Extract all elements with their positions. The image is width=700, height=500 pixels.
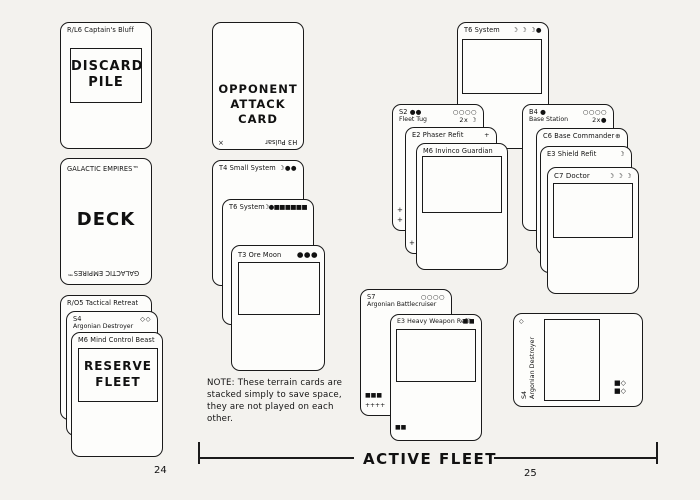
terrain-card3-title: T3 Ore Moon (238, 251, 282, 259)
destroyer-side-art (544, 319, 600, 401)
reserve-card2-marks: ◇◇ (140, 315, 151, 323)
invinco-guardian-card[interactable]: M6 Invinco Guardian (416, 143, 508, 270)
heavy-weapon-refit-art (396, 329, 476, 382)
active-terrain-art (462, 39, 542, 94)
doctor-marks: ☽ ☽ ☽ (608, 172, 632, 180)
fleet-tug-value: 2x ☽ (459, 116, 477, 124)
base-station-marks: ○○○○ (582, 108, 607, 116)
discard-label: DISCARD (71, 59, 144, 74)
heavy-weapon-refit-bottom: ■■ (395, 424, 407, 431)
fleet-tug-plus: + (397, 206, 403, 214)
page-number-right: 25 (524, 468, 537, 479)
deck-top-text: GALACTIC EMPIRES™ (67, 165, 140, 173)
fleet-label: FLEET (95, 375, 141, 389)
base-station-title: Base Station (529, 116, 569, 123)
fleet-tug-plus2: + (397, 216, 403, 224)
opponent-label: OPPONENT (218, 82, 298, 96)
destroyer-side-marks: ■◇■◇ (614, 379, 626, 395)
fleet-tug-title: Fleet Tug (399, 116, 427, 123)
invinco-guardian-art (422, 156, 502, 213)
terrain-card1-marks: ☽●● (278, 164, 297, 172)
fleet-tug-code: S2 ●● (399, 108, 422, 116)
attack-label: ATTACK (230, 97, 286, 111)
battlecruiser-bottom-plus: ++++ (365, 402, 386, 409)
pile-label: PILE (88, 75, 124, 90)
reserve-label-box: RESERVE FLEET (78, 348, 158, 402)
active-fleet-left-cap (198, 442, 200, 464)
terrain-note: NOTE: These terrain cards are stacked si… (207, 378, 343, 424)
sideways-destroyer-card[interactable]: ◇ S4 Argonian Destroyer ■◇■◇ (513, 313, 643, 407)
doctor-art (553, 183, 633, 238)
discard-label-box: DISCARD PILE (70, 48, 142, 103)
invinco-guardian-title: M6 Invinco Guardian (423, 147, 493, 155)
phaser-refit-plus: + (409, 239, 415, 247)
battlecruiser-code: S7 (367, 293, 376, 301)
deck-bottom-text: GALACTIC EMPIRES™ (67, 269, 140, 277)
destroyer-side-code: S4 (520, 390, 528, 399)
discard-card-title: R/L6 Captain's Bluff (67, 26, 134, 34)
shield-refit-mark: ☽ (618, 150, 625, 158)
battlecruiser-marks: ○○○○ (420, 293, 445, 301)
reserve-card2-code: S4 (73, 315, 82, 323)
reserve-card-mind-control-beast[interactable]: M6 Mind Control Beast RESERVE FLEET (71, 332, 163, 457)
reserve-card2-title: Argonian Destroyer (73, 323, 134, 330)
phaser-refit-title: E2 Phaser Refit (412, 131, 464, 139)
reserve-card3-title: M6 Mind Control Beast (78, 336, 155, 344)
destroyer-side-title: Argonian Destroyer (528, 336, 536, 399)
heavy-weapon-refit-marks: ■■ (462, 318, 475, 325)
base-commander-title: C6 Base Commander (543, 132, 615, 140)
active-terrain-title: T6 System (464, 26, 500, 34)
ore-moon-art (238, 262, 320, 315)
reserve-label: RESERVE (83, 359, 152, 373)
heavy-weapon-refit-card[interactable]: E3 Heavy Weapon Refit ■■ ■■ (390, 314, 482, 441)
reserve-card1-title: R/O5 Tactical Retreat (67, 299, 139, 307)
terrain-card3-marks: ●●● (296, 250, 318, 259)
battlecruiser-title: Argonian Battlecruiser (367, 301, 437, 308)
shield-refit-title: E3 Shield Refit (547, 150, 597, 158)
active-terrain-marks: ☽ ☽ ☽● (512, 26, 542, 34)
page-number-left: 24 (154, 465, 167, 476)
opponent-attack-card[interactable]: OPPONENT ATTACK CARD H3 Pulsar × (212, 22, 304, 150)
deck-card[interactable]: GALACTIC EMPIRES™ DECK GALACTIC EMPIRES™ (60, 158, 152, 285)
doctor-title: C7 Doctor (554, 172, 590, 180)
base-station-value: 2x● (592, 116, 607, 124)
terrain-card2-title: T6 System (229, 203, 265, 211)
opponent-flipped-title: H3 Pulsar (264, 138, 297, 146)
phaser-refit-mark: + (484, 131, 490, 139)
discard-pile-card[interactable]: R/L6 Captain's Bluff DISCARD PILE (60, 22, 152, 149)
destroyer-corner-mark: ◇ (519, 318, 524, 325)
fleet-tug-marks: ○○○○ (452, 108, 477, 116)
doctor-card[interactable]: C7 Doctor ☽ ☽ ☽ (547, 167, 639, 294)
terrain-card-ore-moon[interactable]: T3 Ore Moon ●●● (231, 245, 325, 371)
active-fleet-label: ACTIVE FLEET (363, 450, 498, 468)
terrain-card1-title: T4 Small System (219, 164, 276, 172)
deck-label: DECK (76, 209, 136, 230)
opponent-x-mark: × (218, 139, 224, 147)
card-label: CARD (238, 112, 278, 126)
active-fleet-right-cap (656, 442, 658, 464)
battlecruiser-bottom-marks: ■■■ (365, 392, 383, 399)
active-fleet-right-line (494, 457, 657, 459)
base-station-code: B4 ● (529, 108, 546, 116)
terrain-card2-marks: ☽●■■■■■■ (263, 203, 307, 211)
base-commander-mark: ⊕ (615, 132, 621, 140)
active-fleet-left-line (198, 457, 354, 459)
heavy-weapon-refit-title: E3 Heavy Weapon Refit (397, 318, 472, 325)
